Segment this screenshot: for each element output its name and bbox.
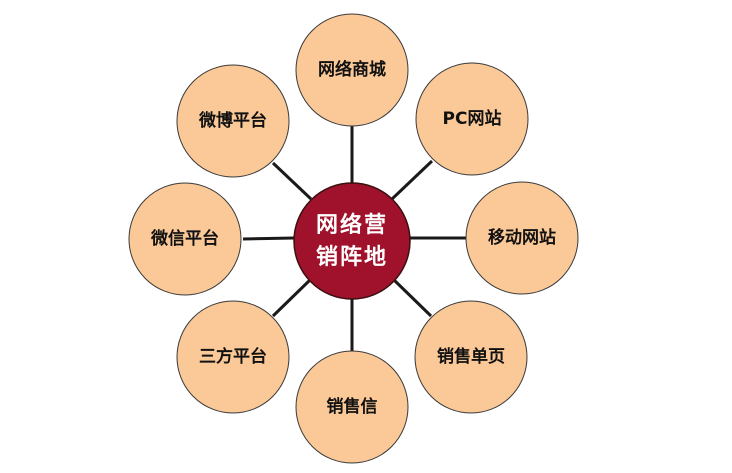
node-xiaoshou-danye: 销售单页 — [414, 300, 528, 414]
node-circle — [295, 350, 409, 464]
node-label: 销售信 — [327, 396, 378, 417]
node-label: 微信平台 — [150, 228, 219, 249]
node-circle — [295, 13, 409, 127]
center-node: 网络营 销阵地 — [293, 182, 411, 300]
center-label-line1: 网络营 — [316, 212, 388, 238]
connector-weibo-pingtai — [271, 161, 313, 201]
node-pc-wangzhan: PC网站 — [415, 62, 529, 176]
center-label-line2: 销阵地 — [316, 244, 388, 270]
node-label: 三方平台 — [199, 346, 267, 367]
node-circle — [128, 182, 242, 296]
node-wangluo-shangcheng: 网络商城 — [295, 13, 409, 127]
connector-xiaoshou-danye — [391, 277, 433, 318]
node-circle — [414, 300, 528, 414]
node-weibo-pingtai: 微博平台 — [176, 64, 290, 178]
node-circle — [176, 64, 290, 178]
node-xiaoshou-xin: 销售信 — [295, 350, 409, 464]
node-label: 销售单页 — [437, 346, 505, 367]
node-weixin-pingtai: 微信平台 — [128, 182, 242, 296]
center-circle — [293, 182, 411, 300]
node-label: 网络商城 — [318, 59, 386, 80]
node-sanfang-pingtai: 三方平台 — [176, 300, 290, 414]
node-label: 微博平台 — [198, 110, 267, 131]
node-circle — [465, 181, 579, 295]
connector-lines — [242, 125, 466, 351]
node-label: PC网站 — [443, 108, 502, 129]
node-circle — [415, 62, 529, 176]
connector-weixin-pingtai — [242, 236, 295, 241]
node-label: 移动网站 — [488, 227, 556, 248]
connector-sanfang-pingtai — [271, 277, 313, 318]
node-yidong-wangzhan: 移动网站 — [465, 181, 579, 295]
node-circle — [176, 300, 290, 414]
connector-pc-wangzhan — [390, 159, 434, 201]
